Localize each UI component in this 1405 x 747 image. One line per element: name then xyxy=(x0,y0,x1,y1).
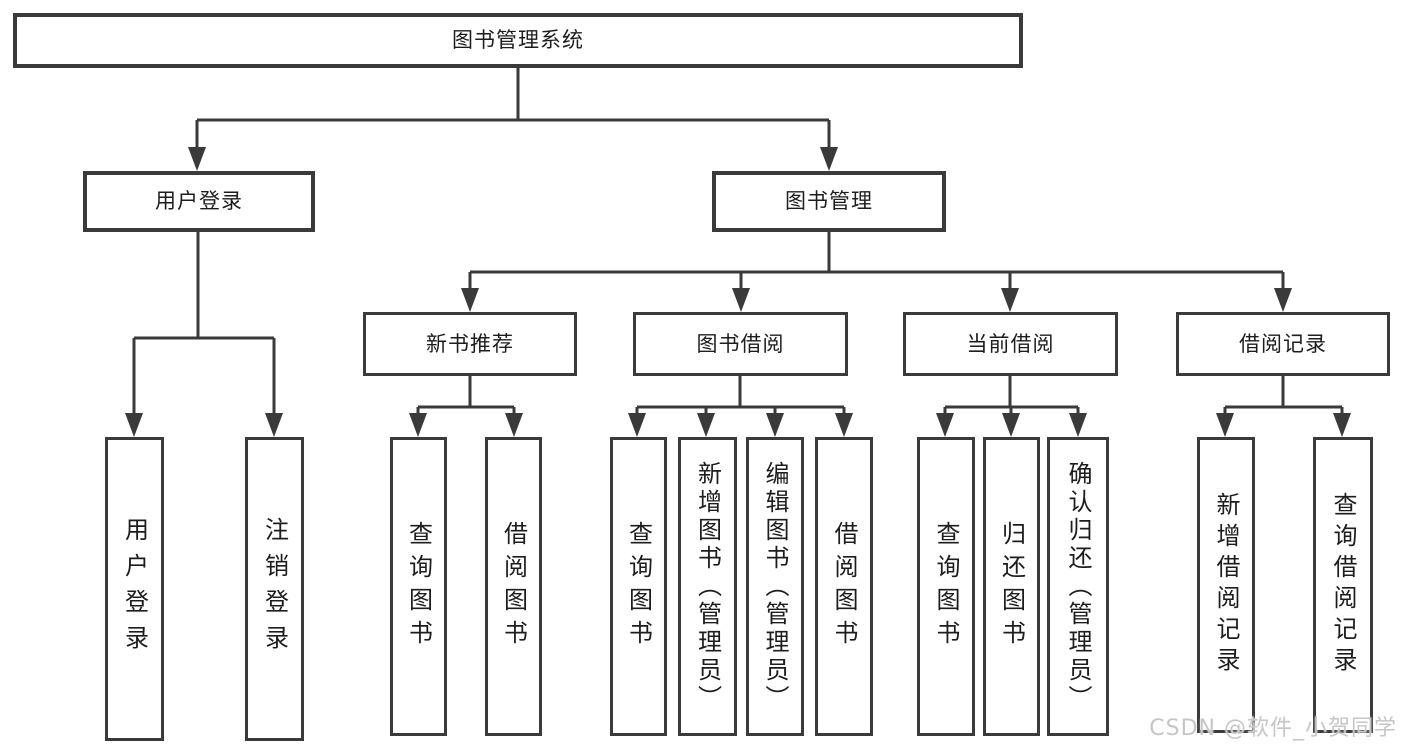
node-current-borrow: 当前借阅 xyxy=(903,312,1118,376)
node-user-login-group: 用户登录 xyxy=(83,171,315,232)
node-book-management: 图书管理 xyxy=(712,171,946,232)
node-query-books-borrow: 查询图书 xyxy=(610,437,667,736)
node-add-borrow-record: 新增借阅记录 xyxy=(1197,437,1255,733)
node-root: 图书管理系统 xyxy=(13,13,1023,68)
node-logout-login: 注销登录 xyxy=(245,437,304,741)
node-user-login: 用户登录 xyxy=(105,437,164,741)
node-add-books-admin: 新增图书（管理员） xyxy=(678,437,737,736)
node-query-books-recommend: 查询图书 xyxy=(390,437,447,736)
node-query-books-current: 查询图书 xyxy=(917,437,975,736)
node-query-borrow-record: 查询借阅记录 xyxy=(1313,437,1373,733)
node-borrow-books-borrow: 借阅图书 xyxy=(815,437,873,736)
node-borrow-books-recommend: 借阅图书 xyxy=(485,437,542,736)
node-return-books: 归还图书 xyxy=(983,437,1040,736)
watermark: CSDN @软件_小贺同学 xyxy=(1149,716,1397,741)
node-book-borrow: 图书借阅 xyxy=(633,312,848,376)
node-edit-books-admin: 编辑图书（管理员） xyxy=(746,437,804,736)
node-new-book-recommend: 新书推荐 xyxy=(363,312,577,376)
node-confirm-return-admin: 确认归还（管理员） xyxy=(1047,437,1109,736)
node-borrow-records: 借阅记录 xyxy=(1176,312,1390,376)
